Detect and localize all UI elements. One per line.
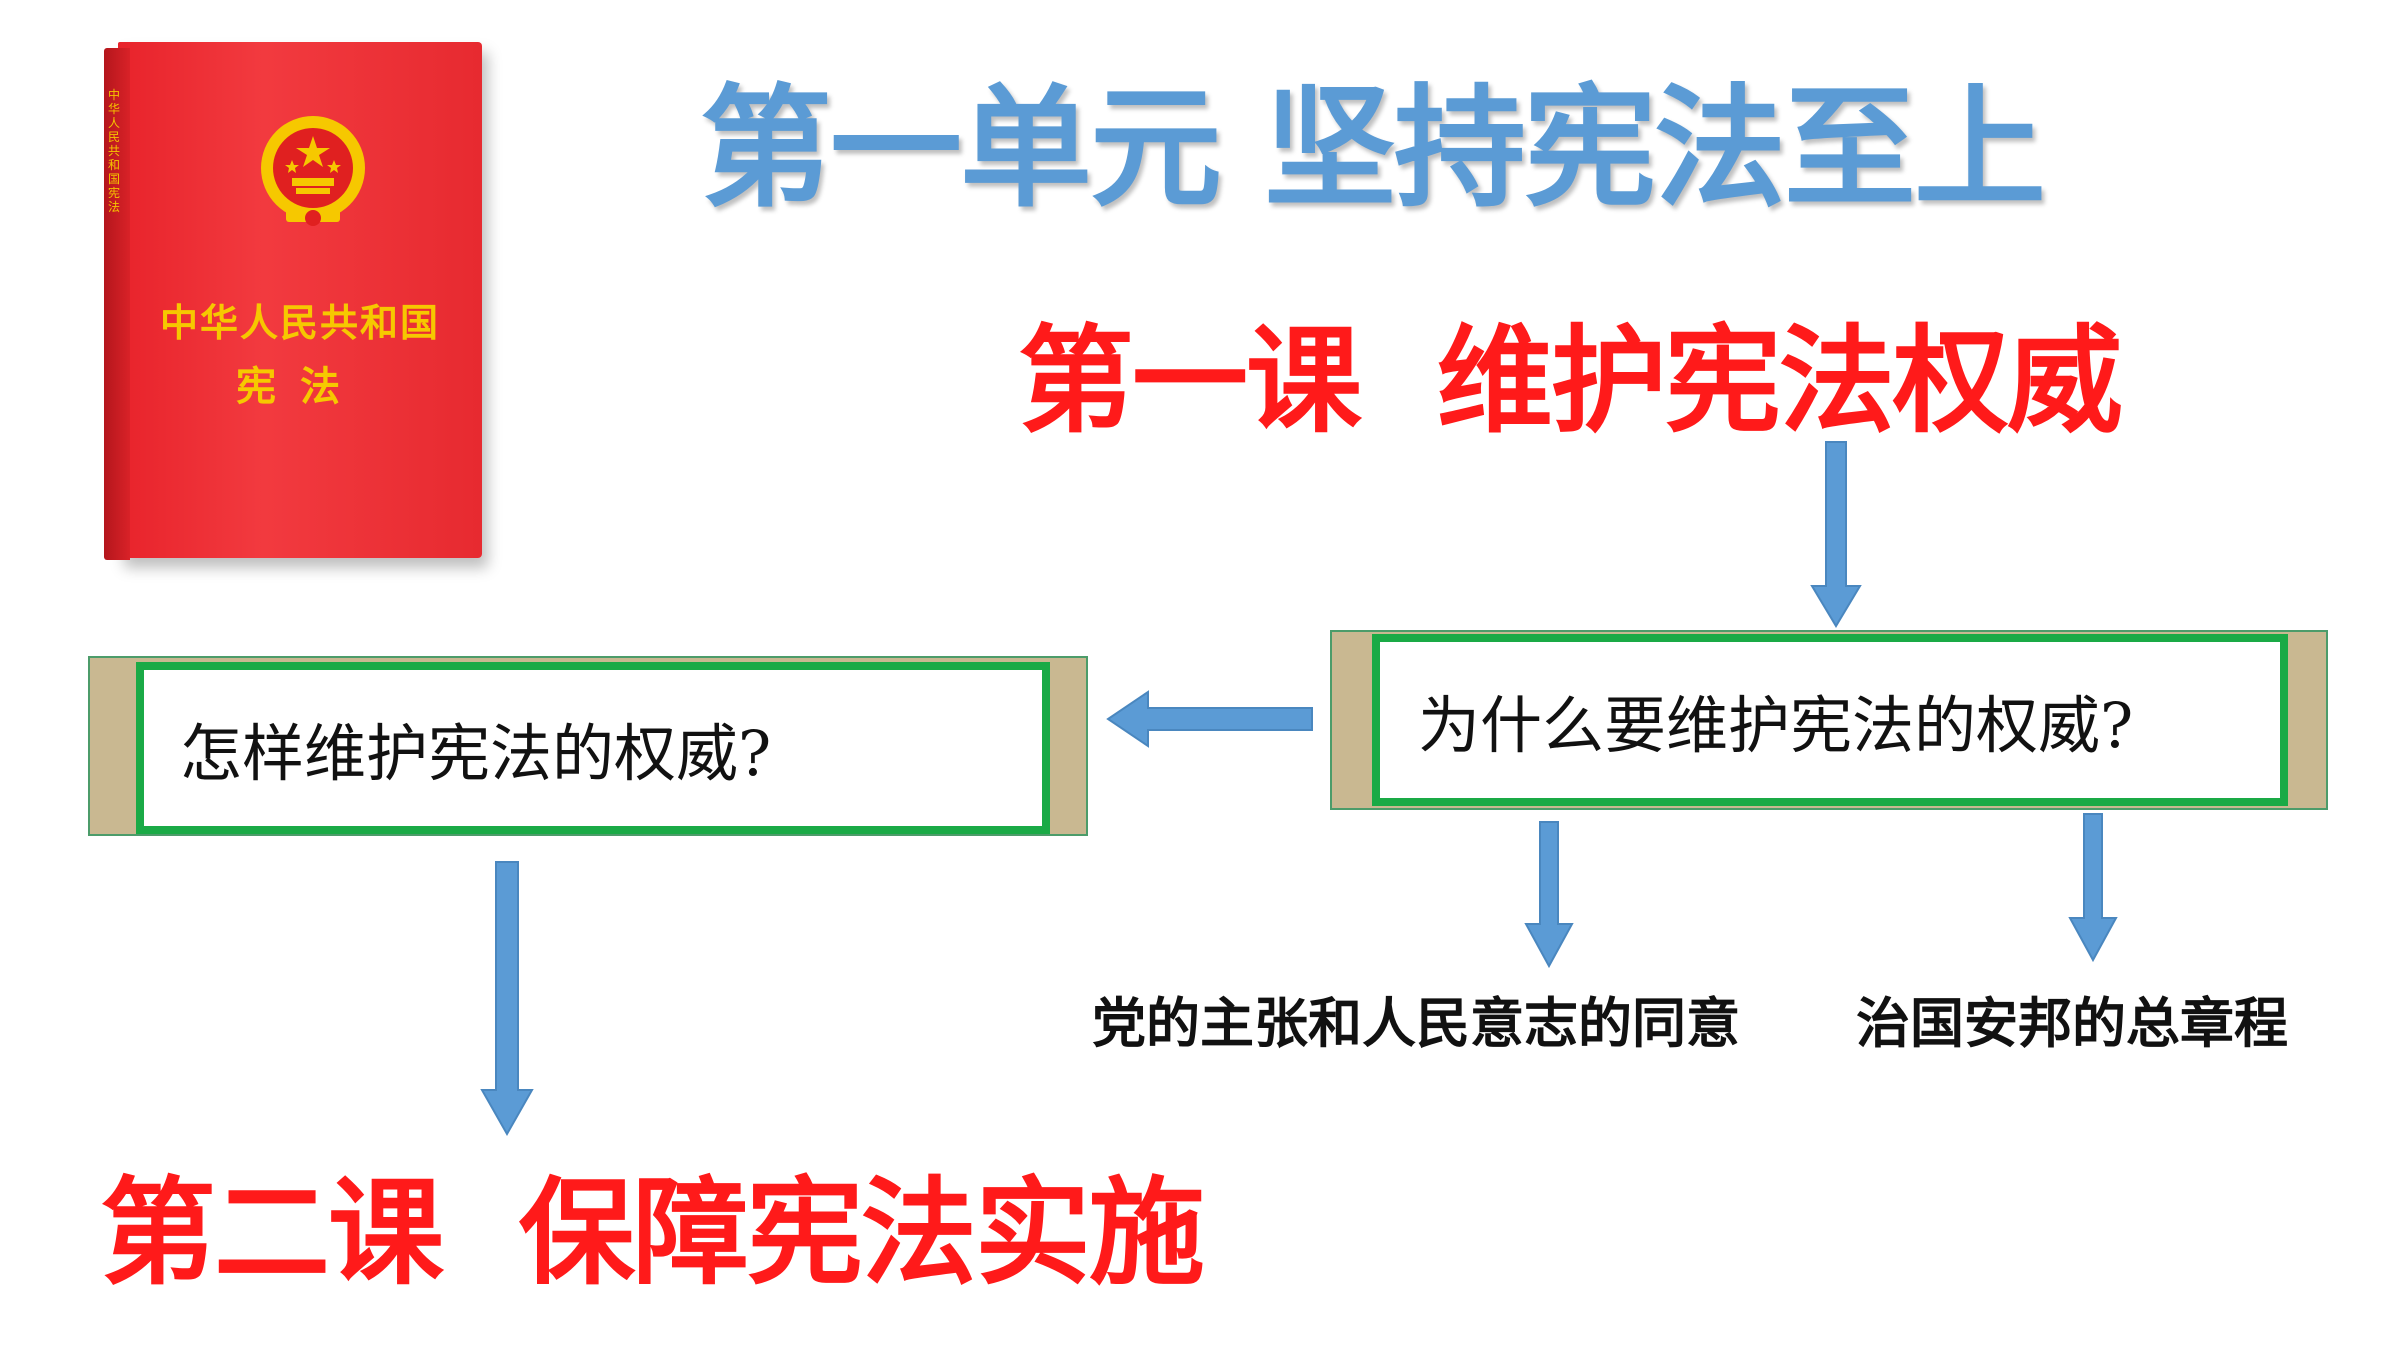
national-emblem-icon [261,116,365,226]
arrow-left-icon [1106,690,1313,748]
book-cover-title: 中华人民共和国 [159,300,440,345]
question-why-box: 为什么要维护宪法的权威? [1330,630,2328,810]
reason-general-charter: 治国安邦的总章程 [1856,991,2288,1055]
arrow-down-reason2-icon [2068,813,2118,963]
book-spine: 中华人民共和国宪法 [104,48,130,560]
book-cover-subtitle: 宪法 [236,363,364,410]
question-why-text: 为什么要维护宪法的权威? [1418,689,2134,762]
arrow-down-reason1-icon [1524,821,1574,969]
unit-title: 第一单元 坚持宪法至上 [700,72,2046,226]
question-how-paper: 怎样维护宪法的权威? [136,662,1050,834]
question-how-box: 怎样维护宪法的权威? [88,656,1088,836]
book-spine-text: 中华人民共和国宪法 [108,88,121,214]
lesson-2-title: 第二课 保障宪法实施 [100,1166,1205,1301]
reason-party-people-will: 党的主张和人民意志的同意 [1092,991,1740,1055]
constitution-book-image: 中华人民共和国宪法 中华人民共和国 宪法 [104,42,482,560]
arrow-down-lesson2-icon [480,861,534,1137]
lesson-1-title: 第一课 维护宪法权威 [1018,314,2123,449]
arrow-down-lesson1-icon [1810,441,1862,628]
question-why-paper: 为什么要维护宪法的权威? [1372,634,2288,806]
question-how-text: 怎样维护宪法的权威? [180,717,772,790]
